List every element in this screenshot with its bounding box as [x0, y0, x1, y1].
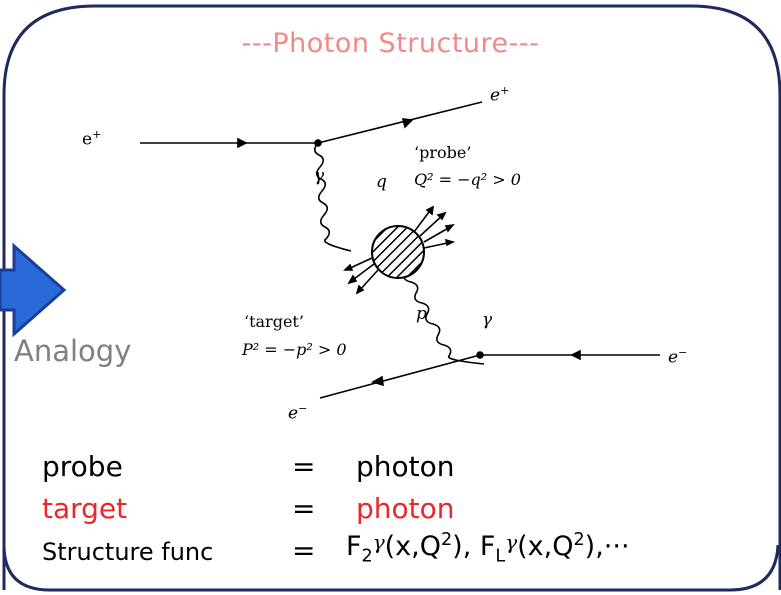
f2-gamma: γ: [372, 530, 385, 554]
structure-function-list: F2γ(x,Q2), FLγ(x,Q2),···: [346, 530, 630, 566]
e-minus-out-symbol: e: [288, 403, 299, 424]
e-minus-in-charge: −: [678, 346, 688, 359]
probe-row-left: probe: [42, 450, 123, 483]
fl-subscript: L: [495, 546, 506, 567]
outgoing-electron-line: [319, 354, 481, 399]
feynman-diagram: [140, 101, 660, 399]
e-plus-out-symbol: e: [490, 85, 501, 106]
probe-row-equals: =: [292, 450, 316, 483]
target-row-right: photon: [356, 492, 455, 525]
probe-quote: ‘probe’: [414, 143, 472, 162]
e-plus-out-label: e+: [490, 84, 509, 106]
outgoing-positron-arrow-icon: [401, 118, 414, 129]
e-plus-in-charge: +: [92, 128, 102, 141]
q-label: q: [376, 172, 387, 192]
gamma-bottom-label: γ: [482, 310, 493, 330]
probe-formula: Q² = −q² > 0: [414, 170, 521, 189]
target-formula: P² = −p² > 0: [242, 340, 347, 359]
outgoing-electron-arrow-icon: [370, 375, 384, 387]
f2-args: (x,Q: [384, 531, 441, 562]
p-label: p: [416, 304, 427, 324]
f2-args-power: 2: [441, 530, 453, 550]
incoming-electron-arrow-icon: [570, 349, 581, 361]
hadronic-blob: [371, 225, 425, 279]
target-row-left: target: [42, 492, 128, 525]
fl-close: ),···: [584, 531, 630, 562]
analogy-label: Analogy: [14, 334, 132, 368]
fl-args-power: 2: [573, 530, 585, 550]
e-minus-in-symbol: e: [668, 347, 679, 368]
f2-subscript: 2: [361, 546, 373, 567]
structure-row-equals: =: [292, 534, 316, 567]
page-title: ---Photon Structure---: [241, 28, 540, 59]
right-arrow-icon: [0, 242, 67, 338]
fl-args: (x,Q: [517, 531, 574, 562]
e-plus-in-symbol: e: [82, 129, 93, 150]
photon-propagator-top: [313, 142, 352, 252]
structure-row-left: Structure func: [42, 538, 214, 566]
fl-symbol: F: [479, 531, 496, 562]
e-plus-out-charge: +: [500, 84, 510, 97]
f2-symbol: F: [346, 531, 362, 562]
slide-frame: [2, 4, 781, 590]
e-minus-in-label: e−: [668, 346, 687, 368]
bottom-vertex: [476, 351, 484, 359]
hadron-jets: [343, 205, 456, 295]
probe-row-right: photon: [356, 450, 455, 483]
target-quote: ‘target’: [244, 312, 304, 331]
target-row-equals: =: [292, 492, 316, 525]
gamma-top-label: γ: [314, 166, 325, 186]
fl-gamma: γ: [505, 530, 518, 554]
incoming-positron-arrow-icon: [237, 137, 248, 149]
photon-propagator-bottom: [403, 271, 485, 365]
f2-close: ),: [452, 531, 472, 562]
e-plus-in-label: e+: [82, 128, 101, 150]
e-minus-out-charge: −: [298, 402, 308, 415]
e-minus-out-label: e−: [288, 402, 307, 424]
outgoing-positron-line: [317, 101, 483, 144]
slide-frame-corner: [2, 544, 780, 592]
